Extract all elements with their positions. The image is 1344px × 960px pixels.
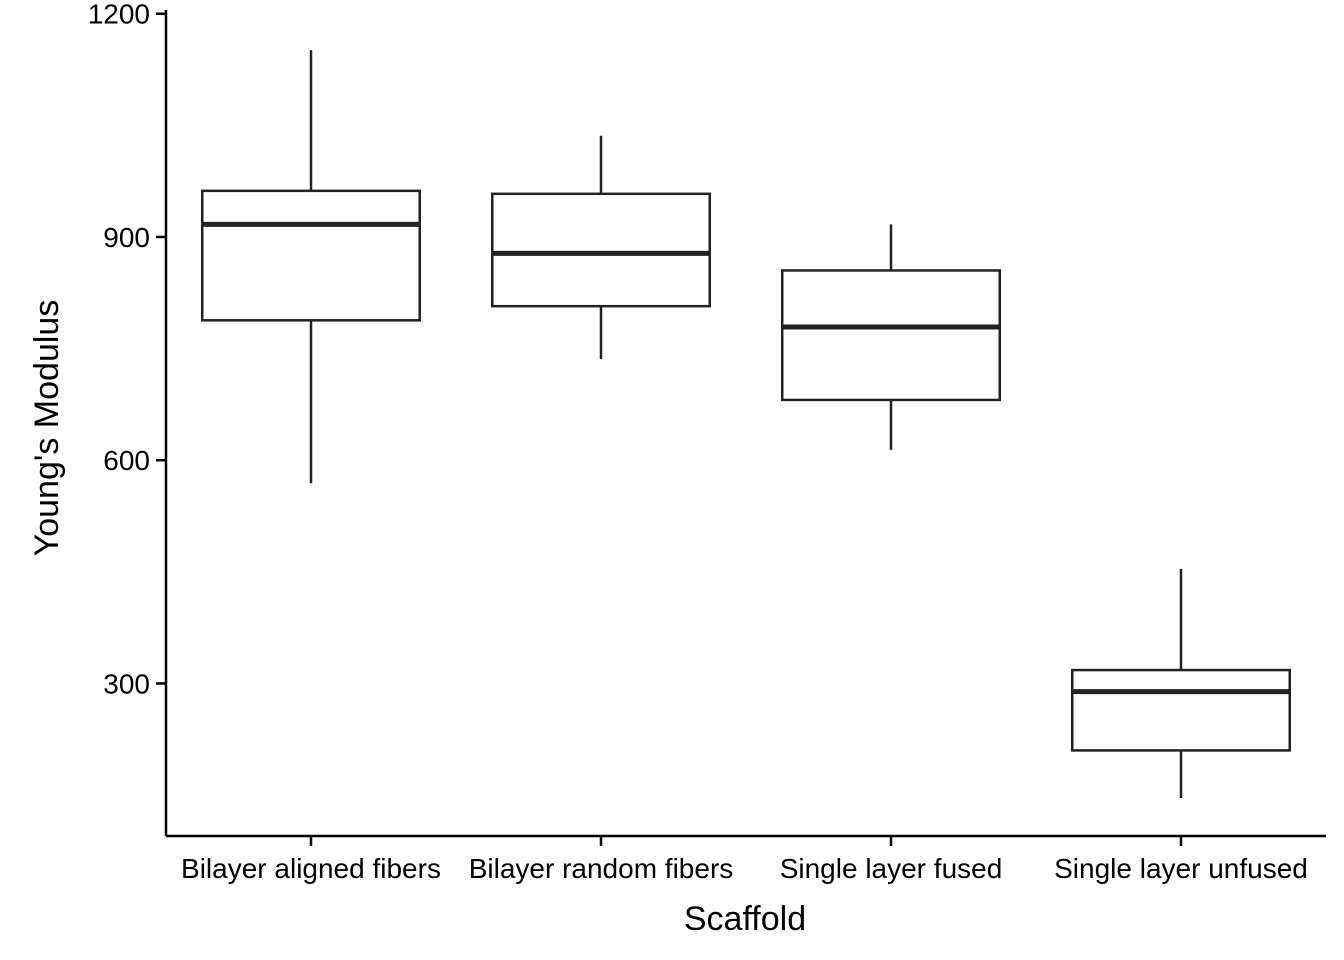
y-tick-label: 600 — [103, 445, 150, 476]
iqr-box — [1071, 668, 1291, 752]
x-tick-label: Bilayer aligned fibers — [181, 853, 441, 884]
box-group-1 — [201, 50, 421, 484]
x-tick-label: Single layer fused — [780, 853, 1003, 884]
x-tick-label: Single layer unfused — [1054, 853, 1308, 884]
iqr-box — [491, 192, 711, 308]
x-tick-label: Bilayer random fibers — [469, 853, 734, 884]
box-group-4 — [1071, 568, 1291, 799]
box-group-2 — [491, 135, 711, 360]
iqr-box — [781, 269, 1001, 402]
x-axis-title: Scaffold — [684, 900, 806, 938]
y-tick-label: 1200 — [88, 0, 150, 30]
iqr-box — [201, 189, 421, 322]
y-tick-label: 900 — [103, 222, 150, 253]
box-group-3 — [781, 224, 1001, 450]
y-axis-title: Young's Modulus — [28, 300, 66, 557]
boxes-layer — [201, 50, 1291, 799]
y-tick-label: 300 — [103, 668, 150, 699]
